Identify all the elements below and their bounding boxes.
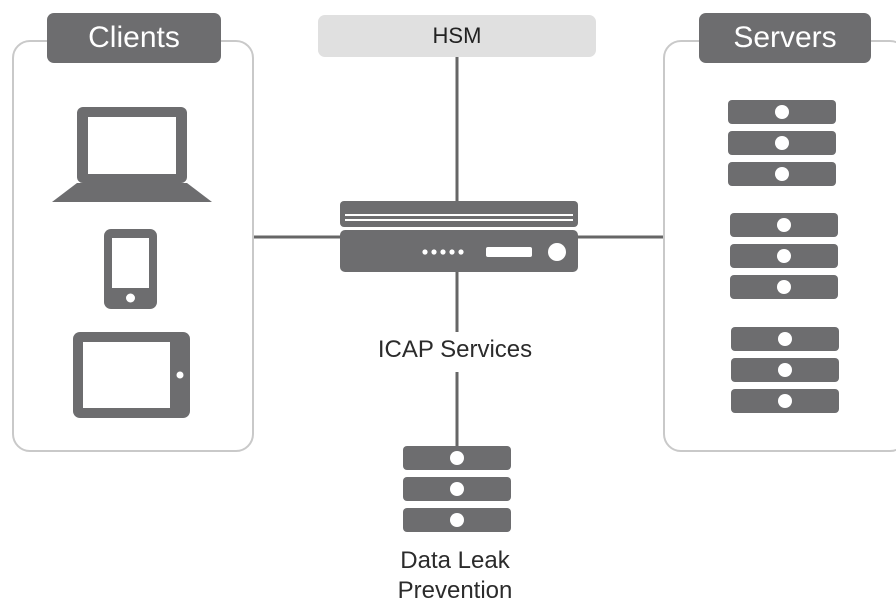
- smartphone-icon: [104, 229, 157, 309]
- clients-title: Clients: [47, 13, 221, 63]
- icap-services-label: ICAP Services: [377, 336, 533, 363]
- dlp-label: Data Leak Prevention: [365, 546, 545, 606]
- dlp-label-line1: Data Leak: [400, 547, 510, 574]
- tablet-icon: [73, 332, 190, 418]
- laptop-icon: [52, 107, 212, 202]
- server-stack-icon: [731, 327, 839, 413]
- hsm-box: HSM: [318, 15, 596, 57]
- server-stack-icon: [728, 100, 836, 186]
- dlp-label-line2: Prevention: [397, 577, 513, 604]
- hsm-label: HSM: [432, 23, 482, 48]
- servers-title: Servers: [699, 13, 871, 63]
- server-stack-icon: [403, 446, 511, 532]
- server-stack-icon: [730, 213, 838, 299]
